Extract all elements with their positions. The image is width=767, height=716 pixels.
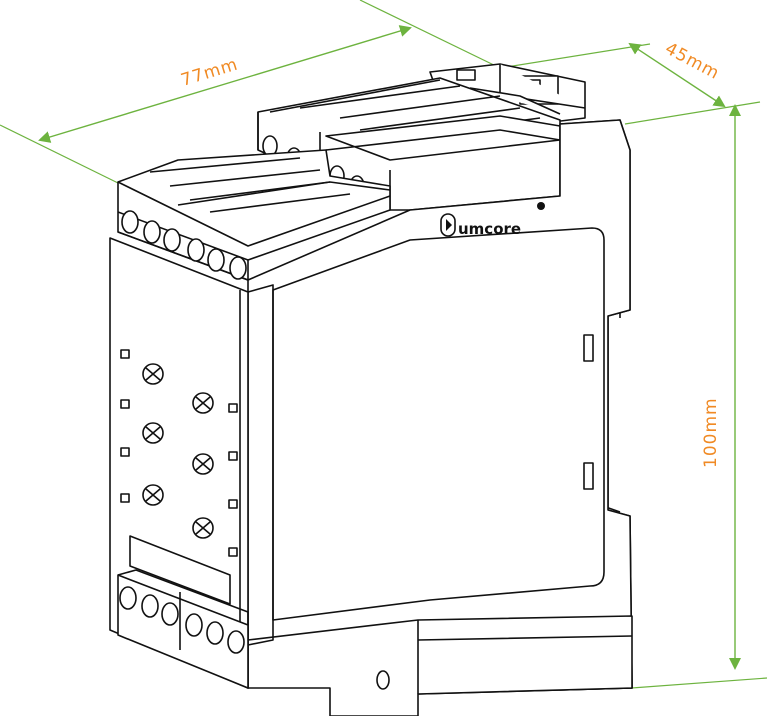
knob-icon [192, 517, 214, 539]
width-label: 77mm [179, 54, 241, 90]
dimension-lines [0, 0, 767, 689]
height-label: 100mm [701, 397, 721, 468]
width-dimension-line [38, 25, 412, 143]
knob-icon [142, 484, 164, 506]
depth-dimension-line [628, 42, 726, 108]
label-window [129, 535, 231, 605]
relay-module: umcore [109, 63, 633, 716]
din-clip [429, 63, 586, 127]
brand-logo: umcore [440, 202, 545, 238]
bottom-base [247, 615, 633, 716]
knob-icon [192, 453, 214, 475]
adjustment-knobs [142, 363, 214, 539]
knob-icon [192, 392, 214, 414]
brand-name: umcore [458, 220, 521, 238]
knob-icon [142, 363, 164, 385]
depth-label: 45mm [662, 39, 723, 84]
label-panel [272, 227, 605, 621]
indicator-slots [120, 349, 238, 557]
knob-icon [142, 422, 164, 444]
front-upper-terminal-block [117, 149, 391, 281]
front-lower-terminal-block [117, 569, 249, 689]
